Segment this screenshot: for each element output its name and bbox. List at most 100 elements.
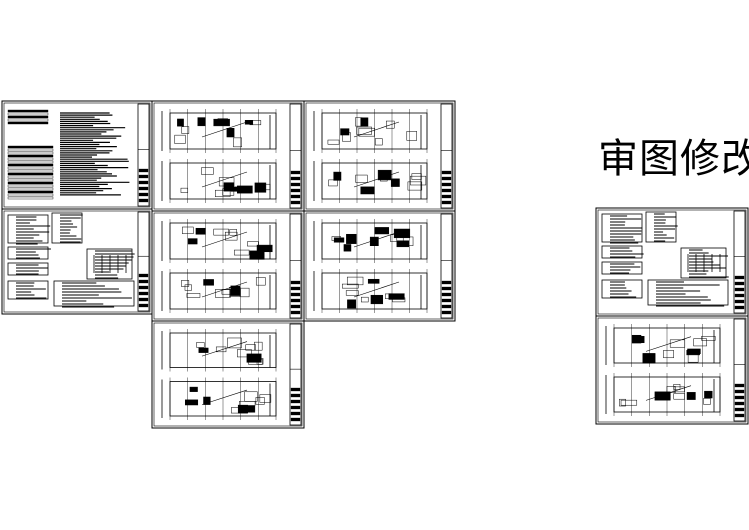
room-detail [333, 237, 345, 243]
room-detail [673, 384, 681, 390]
title-block [289, 213, 302, 319]
title-block-row [138, 279, 149, 284]
legend-row [7, 118, 49, 122]
room-detail [380, 175, 388, 182]
material-table-row [7, 160, 54, 164]
room-detail [704, 390, 713, 399]
room-detail [631, 334, 642, 344]
room-detail [229, 287, 241, 297]
wiring-run [645, 336, 692, 352]
room-detail [254, 182, 267, 193]
floor-plan-sheet-2 [303, 100, 456, 212]
diagram-box [601, 279, 643, 299]
material-table-row [7, 145, 54, 149]
room-detail [358, 127, 375, 137]
material-table-row [7, 166, 54, 170]
title-block [289, 323, 302, 426]
material-table-row [7, 187, 54, 191]
title-block [440, 213, 453, 319]
room-detail [181, 126, 190, 134]
room-detail [361, 296, 369, 303]
room-detail [411, 173, 422, 180]
room-detail [189, 386, 198, 392]
title-block-row [441, 292, 452, 297]
material-table-row [7, 157, 54, 161]
revision-title: 审图修改 [598, 136, 749, 182]
room-detail [217, 118, 228, 125]
room-detail [259, 394, 272, 403]
room-detail [197, 117, 206, 127]
room-detail [385, 293, 392, 299]
material-table-row [7, 151, 54, 155]
title-block-row [290, 399, 301, 404]
title-block-row [138, 297, 149, 302]
room-detail [374, 227, 390, 235]
room-detail [244, 391, 258, 402]
floor-plan-sheet-4 [303, 210, 456, 322]
room-detail [187, 238, 198, 245]
room-detail [246, 353, 262, 363]
title-block-row [734, 281, 745, 286]
sheet-inner-frame [153, 212, 303, 320]
title-block-row [290, 292, 301, 297]
sheet-border [151, 320, 305, 429]
room-detail [174, 134, 186, 144]
room-detail [181, 280, 190, 287]
room-detail [184, 284, 192, 291]
room-detail [221, 289, 238, 295]
title-block-row [734, 407, 745, 412]
title-block-row [441, 182, 452, 187]
room-detail [346, 276, 364, 286]
title-block-row [290, 298, 301, 303]
legend-row [7, 109, 49, 113]
diagram-box [601, 245, 643, 259]
diagram-box [601, 261, 643, 275]
title-block-row [734, 413, 745, 418]
room-detail [407, 181, 423, 191]
room-detail [231, 407, 248, 414]
room-detail [360, 186, 375, 195]
revised-floor-plan-sheet [595, 315, 749, 425]
title-block-row [138, 192, 149, 197]
room-detail [328, 179, 338, 187]
sheet-inner-frame [153, 102, 303, 210]
room-detail [673, 393, 685, 400]
revised-system-diagram-sheet [595, 207, 749, 317]
diagram-box [86, 248, 133, 280]
material-table-row [7, 172, 54, 176]
title-block-row [441, 170, 452, 175]
title-block-row [734, 395, 745, 400]
title-block-row [441, 310, 452, 315]
floor-plan-sheet-5 [151, 320, 305, 429]
room-detail [201, 167, 214, 175]
room-detail [203, 279, 214, 286]
room-detail [186, 293, 201, 298]
room-detail [620, 399, 638, 406]
material-table-row [7, 163, 54, 167]
room-detail [333, 171, 342, 181]
wiring-run [201, 231, 248, 248]
legend-row [7, 115, 49, 119]
room-detail [256, 244, 273, 253]
room-detail [687, 353, 699, 363]
room-detail [642, 353, 656, 364]
room-detail [184, 399, 199, 406]
title-block-row [441, 286, 452, 291]
room-detail [227, 337, 242, 349]
room-detail [203, 396, 211, 405]
title-block-row [290, 405, 301, 410]
room-detail [377, 169, 392, 181]
room-detail [367, 278, 380, 284]
diagram-box [7, 214, 49, 244]
room-detail [347, 299, 357, 309]
room-detail [686, 392, 696, 400]
diagram-box [51, 212, 83, 244]
legend-row [7, 112, 49, 116]
room-detail [385, 120, 395, 129]
diagram-box [7, 280, 49, 300]
wiring-run [353, 231, 400, 248]
title-block-row [138, 168, 149, 173]
room-detail [701, 335, 716, 341]
room-detail [223, 182, 235, 192]
